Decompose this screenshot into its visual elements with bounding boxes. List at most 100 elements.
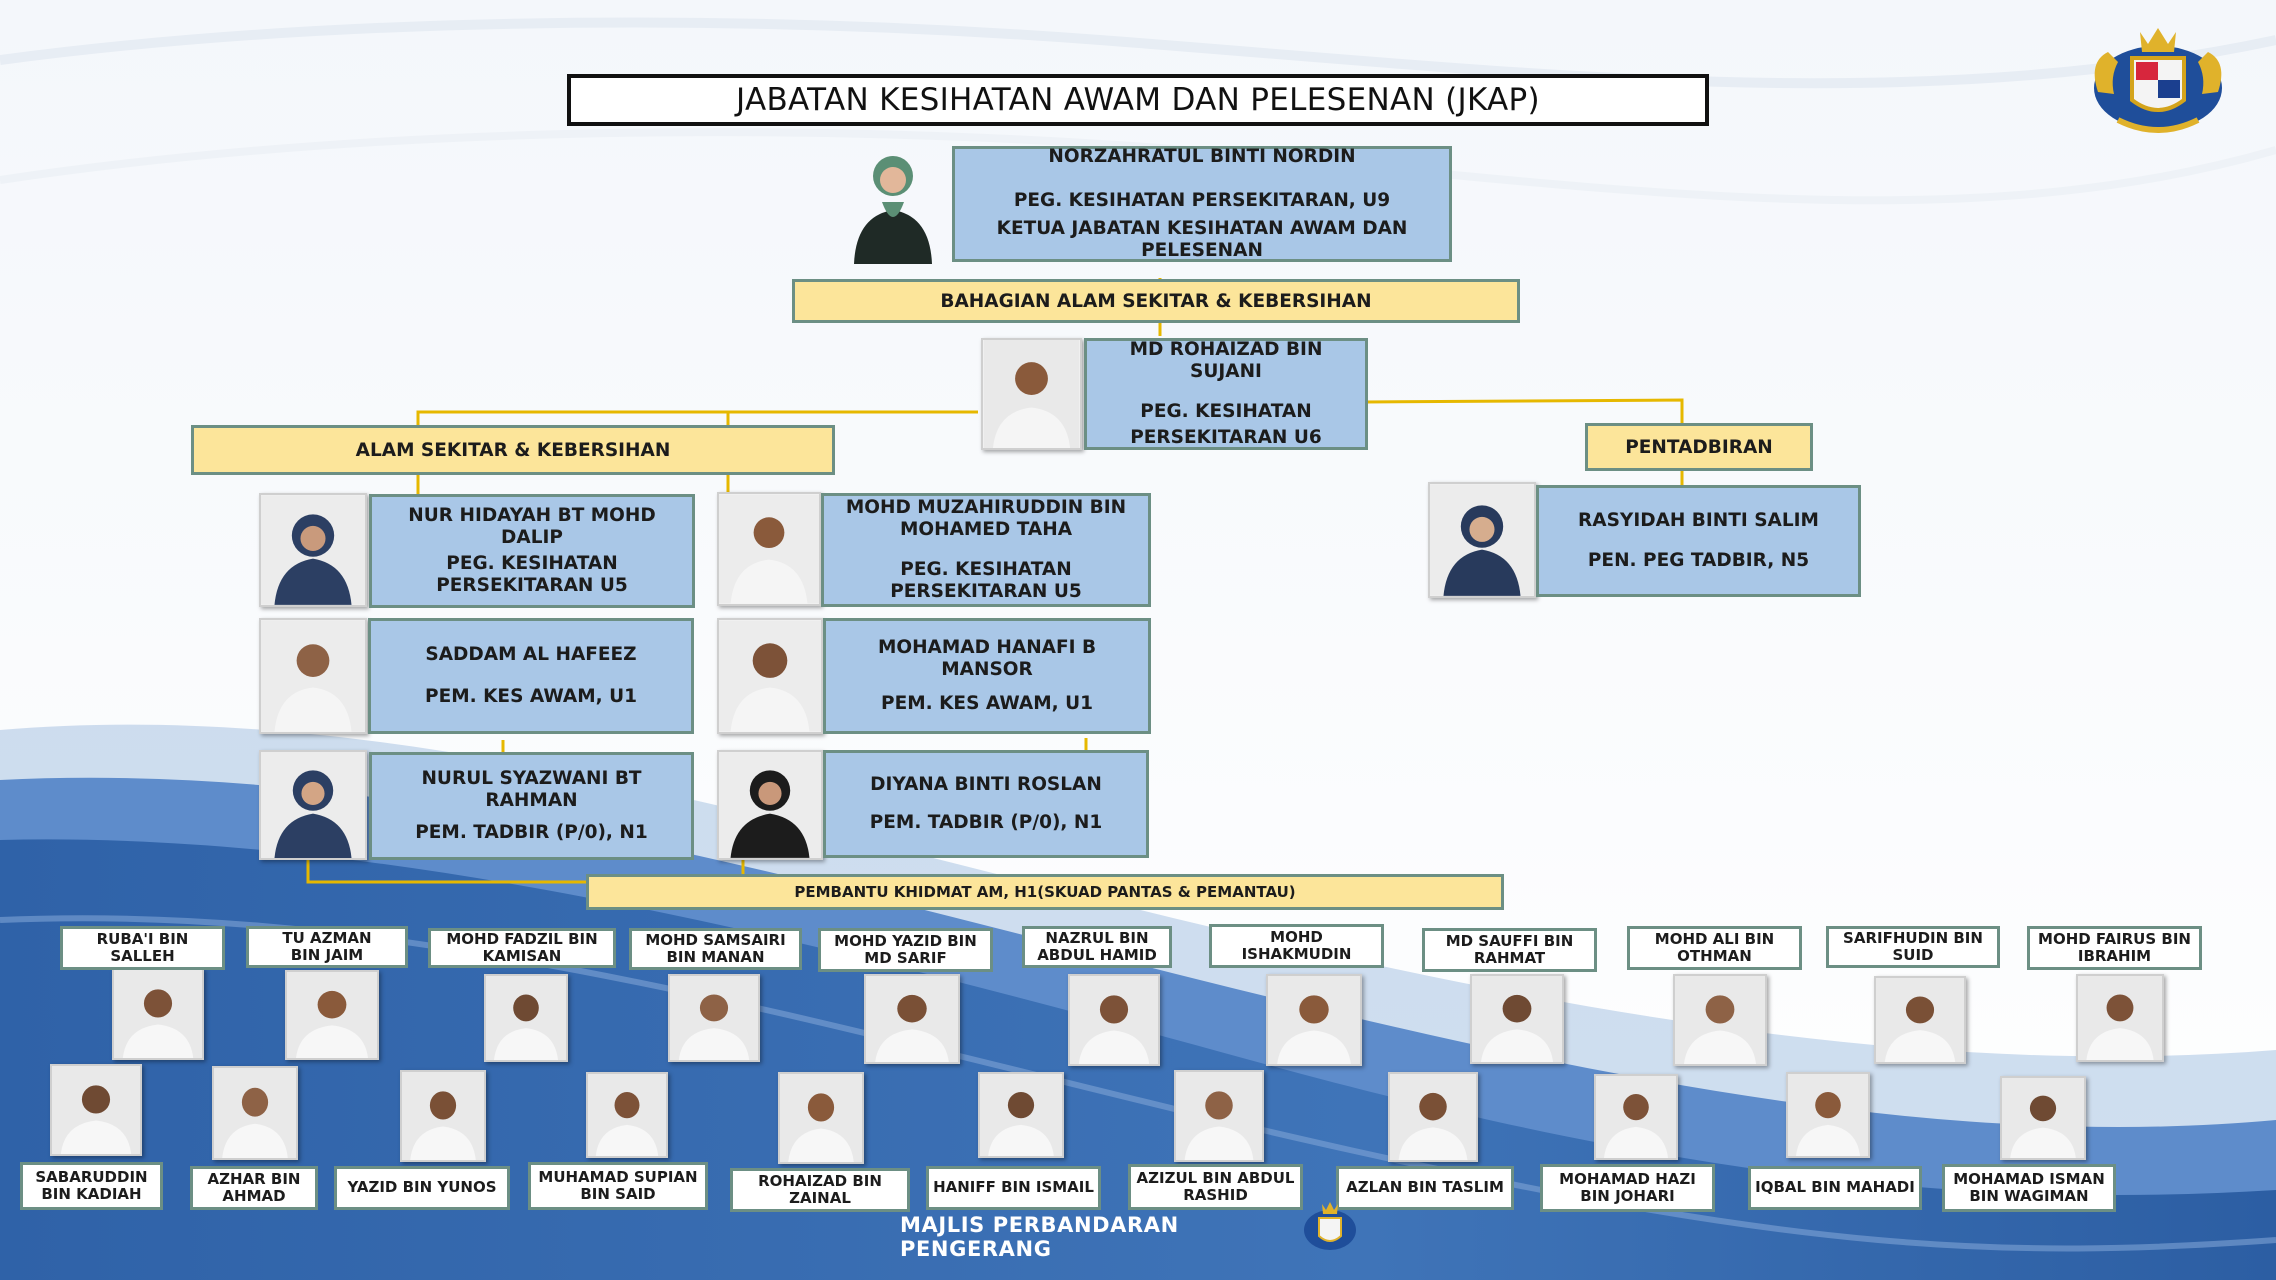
staff-bottom-3-name-line-1: YAZID BIN YUNOS <box>347 1178 497 1197</box>
staff-top-2-name-line-2: BIN JAIM <box>290 946 364 964</box>
staff-top-3-name-line-2: KAMISAN <box>482 947 562 965</box>
staff-top-7-photo <box>1266 974 1362 1066</box>
staff-bottom-6-name-box: HANIFF BIN ISMAIL <box>926 1166 1101 1210</box>
staff-bottom-4-photo <box>586 1072 668 1158</box>
staff-bottom-1-photo <box>50 1064 142 1156</box>
staff-bottom-5-name-line-1: ROHAIZAD BIN <box>758 1171 882 1190</box>
muzahiruddin-role: PEG. KESIHATAN PERSEKITARAN U5 <box>890 559 1082 603</box>
staff-top-3-photo <box>484 974 568 1062</box>
staff-top-1-photo <box>112 968 204 1060</box>
staff-top-11-photo <box>2076 974 2164 1062</box>
staff-top-1-name-line-1: RUBA'I BIN SALLEH <box>96 929 189 965</box>
footer-title: MAJLIS PERBANDARAN PENGERANG <box>900 1213 1179 1261</box>
nurhidayah-name: NUR HIDAYAH BT MOHD DALIP <box>408 504 656 548</box>
staff-top-2-photo <box>285 970 379 1060</box>
staff-top-9-name-line-2: OTHMAN <box>1677 947 1752 965</box>
staff-top-6-photo <box>1068 974 1160 1066</box>
staff-bottom-4-name-line-1: MUHAMAD SUPIAN <box>538 1167 698 1186</box>
staff-top-8-name-line-1: MD SAUFFI BIN <box>1445 931 1574 950</box>
diyana-name: DIYANA BINTI ROSLAN <box>870 773 1102 795</box>
rasyidah-role: PEN. PEG TADBIR, N5 <box>1587 549 1810 571</box>
staff-top-8-name-line-2: RAHMAT <box>1473 949 1546 967</box>
crest-logo <box>2088 22 2228 142</box>
staff-bottom-11-name-line-2: BIN WAGIMAN <box>1969 1187 2089 1205</box>
saddam-box: SADDAM AL HAFEEZ PEM. KES AWAM, U1 <box>368 618 694 734</box>
saddam-name: SADDAM AL HAFEEZ <box>425 644 637 666</box>
muzahiruddin-photo <box>717 492 821 606</box>
staff-bottom-10-name-line-1: IQBAL BIN MAHADI <box>1755 1178 1915 1197</box>
staff-top-4-name-line-1: MOHD SAMSAIRI <box>645 930 786 949</box>
staff-top-6-name-line-2: ABDUL HAMID <box>1037 946 1157 964</box>
sujani-name: MD ROHAIZAD BIN SUJANI <box>1129 338 1323 382</box>
staff-bottom-9-name-line-1: MOHAMAD HAZI <box>1559 1169 1696 1188</box>
staff-bottom-3-name-box: YAZID BIN YUNOS <box>334 1166 510 1210</box>
syazwani-name: NURUL SYAZWANI BT RAHMAN <box>421 768 642 812</box>
muzahiruddin-box: MOHD MUZAHIRUDDIN BIN MOHAMED TAHA PEG. … <box>821 493 1151 607</box>
hanafi-name: MOHAMAD HANAFI B MANSOR <box>877 636 1097 680</box>
staff-bottom-8-photo <box>1388 1072 1478 1162</box>
footer-crest <box>1300 1200 1360 1256</box>
staff-bottom-6-photo <box>978 1072 1064 1158</box>
staff-bottom-4-name-line-2: BIN SAID <box>580 1185 656 1203</box>
staff-bottom-7-name-line-1: AZIZUL BIN ABDUL <box>1136 1168 1295 1187</box>
staff-bottom-5-name-line-2: ZAINAL <box>789 1189 851 1207</box>
staff-top-10-name-line-2: SUID <box>1892 946 1934 964</box>
nurhidayah-box: NUR HIDAYAH BT MOHD DALIP PEG. KESIHATAN… <box>369 494 695 608</box>
staff-bottom-10-name-box: IQBAL BIN MAHADI <box>1748 1166 1922 1210</box>
staff-top-7-name-line-1: MOHD ISHAKMUDIN <box>1241 927 1352 963</box>
sujani-photo <box>981 338 1082 450</box>
section-pembantu-khidmat: PEMBANTU KHIDMAT AM, H1(SKUAD PANTAS & P… <box>586 874 1504 910</box>
staff-top-5-photo <box>864 974 960 1064</box>
staff-bottom-6-name-line-1: HANIFF BIN ISMAIL <box>933 1178 1094 1197</box>
staff-top-4-name-line-2: BIN MANAN <box>666 948 765 966</box>
diyana-box: DIYANA BINTI ROSLAN PEM. TADBIR (P/0), N… <box>823 750 1149 858</box>
staff-bottom-9-photo <box>1594 1074 1678 1160</box>
staff-top-7-name-box: MOHD ISHAKMUDIN <box>1209 924 1384 968</box>
staff-bottom-11-photo <box>2000 1076 2086 1160</box>
staff-bottom-2-photo <box>212 1066 298 1160</box>
staff-top-5-name-line-1: MOHD YAZID BIN <box>834 931 977 950</box>
staff-bottom-9-name-line-2: BIN JOHARI <box>1580 1187 1675 1205</box>
staff-top-11-name-line-1: MOHD FAIRUS BIN <box>2038 929 2191 948</box>
staff-top-2-name-line-1: TU AZMAN <box>282 928 372 947</box>
sujani-role-2: PERSEKITARAN U6 <box>1130 427 1322 449</box>
staff-top-1-name-box: RUBA'I BIN SALLEH <box>60 926 225 970</box>
staff-bottom-7-photo <box>1174 1070 1264 1162</box>
staff-top-3-name-line-1: MOHD FADZIL BIN <box>446 929 598 948</box>
rasyidah-name: RASYIDAH BINTI SALIM <box>1578 509 1819 531</box>
staff-top-11-name-line-2: IBRAHIM <box>2077 947 2152 965</box>
syazwani-box: NURUL SYAZWANI BT RAHMAN PEM. TADBIR (P/… <box>369 752 694 860</box>
staff-bottom-10-photo <box>1786 1072 1870 1158</box>
staff-top-6-name-line-1: NAZRUL BIN <box>1045 928 1149 947</box>
staff-bottom-8-name-line-1: AZLAN BIN TASLIM <box>1346 1178 1504 1197</box>
staff-bottom-11-name-line-1: MOHAMAD ISMAN <box>1953 1169 2105 1188</box>
saddam-photo <box>259 618 367 734</box>
head-title: KETUA JABATAN KESIHATAN AWAM DAN PELESEN… <box>996 218 1408 262</box>
staff-bottom-3-photo <box>400 1070 486 1162</box>
muzahiruddin-name-2: MOHAMED TAHA <box>899 518 1073 540</box>
staff-bottom-7-name-line-2: RASHID <box>1183 1186 1248 1204</box>
staff-top-10-photo <box>1874 976 1966 1064</box>
diyana-role: PEM. TADBIR (P/0), N1 <box>869 812 1103 834</box>
staff-bottom-1-name-line-2: BIN KADIAH <box>41 1185 142 1203</box>
staff-bottom-8-name-box: AZLAN BIN TASLIM <box>1336 1166 1514 1210</box>
staff-top-10-name-line-1: SARIFHUDIN BIN <box>1843 928 1983 947</box>
staff-top-4-photo <box>668 974 760 1062</box>
hanafi-photo <box>717 618 823 734</box>
head-photo <box>846 140 940 264</box>
sujani-role-1: PEG. KESIHATAN <box>1140 401 1312 422</box>
hanafi-role: PEM. KES AWAM, U1 <box>881 693 1093 714</box>
staff-top-9-photo <box>1673 974 1767 1066</box>
staff-bottom-2-name-line-1: AZHAR BIN <box>207 1169 301 1188</box>
